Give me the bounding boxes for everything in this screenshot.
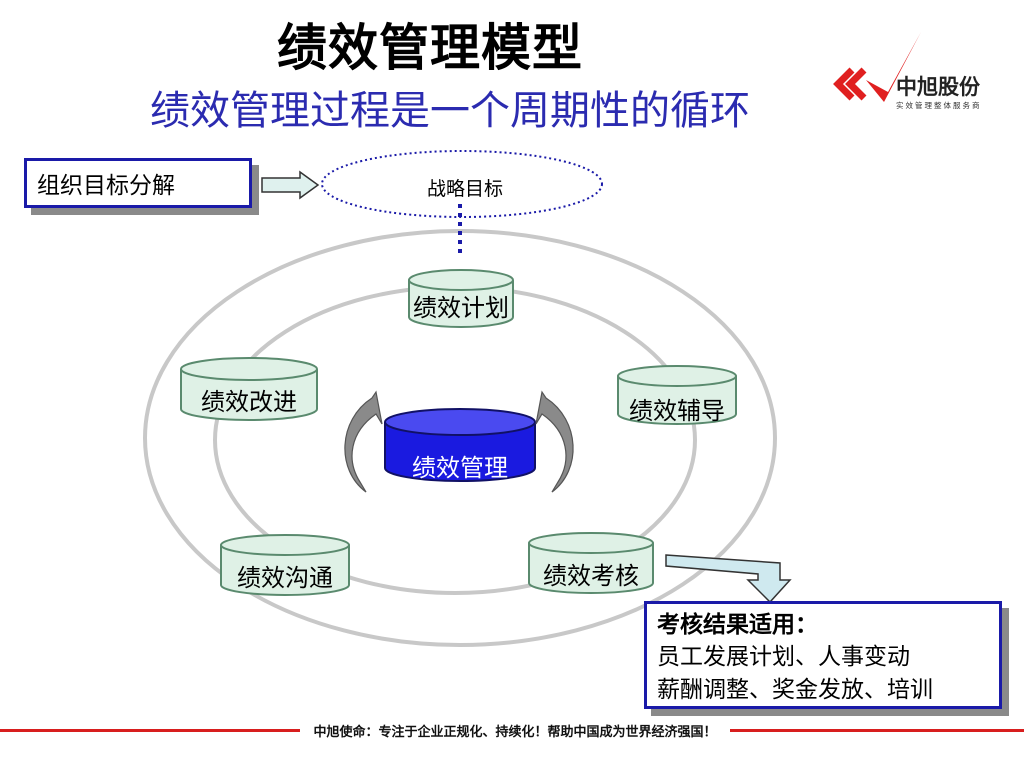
logo-chevron-mark [833,67,855,101]
logo-name: 中旭股份 [896,75,981,99]
cylinder-plan [408,269,514,328]
center-management-label: 绩效管理 [412,454,508,482]
stage-improve-label: 绩效改进 [201,388,297,416]
page-title: 绩效管理模型 [277,19,583,77]
org-goal-box: 组织目标分解 [24,158,252,208]
cylinder-assess [528,532,654,594]
cylinder-center [384,408,536,482]
footer-divider-left [0,729,300,732]
assess-to-result-arrow [665,554,792,604]
result-heading: 考核结果适用： [657,611,818,638]
org-goal-label: 组织目标分解 [37,173,175,199]
cycle-arrow-right-icon [535,390,574,493]
stage-assess-label: 绩效考核 [543,562,639,590]
strategy-goal-label: 战略目标 [426,178,503,200]
company-logo: 中旭股份 实效管理整体服务商 [833,32,982,110]
cylinder-coach [617,365,737,425]
page-subtitle: 绩效管理过程是一个周期性的循环 [150,88,750,134]
result-application-box: 考核结果适用： 员工发展计划、人事变动 薪酬调整、奖金发放、培训 [644,601,1002,709]
stage-coach-label: 绩效辅导 [629,397,725,425]
strategy-goal-ellipse [321,150,603,218]
footer-slogan: 中旭使命：专注于企业正规化、持续化！帮助中国成为世界经济强国！ [313,725,717,740]
cylinder-communicate [220,534,350,596]
org-to-strategy-arrow [261,170,320,200]
logo-tagline: 实效管理整体服务商 [896,100,982,110]
stage-communicate-label: 绩效沟通 [237,564,333,592]
cycle-arrow-left-icon [344,390,383,493]
result-line-1: 员工发展计划、人事变动 [657,644,910,670]
footer-divider-right [730,729,1024,732]
result-line-2: 薪酬调整、奖金发放、培训 [657,677,933,703]
stage-plan-label: 绩效计划 [413,294,509,322]
cylinder-improve [180,357,318,421]
